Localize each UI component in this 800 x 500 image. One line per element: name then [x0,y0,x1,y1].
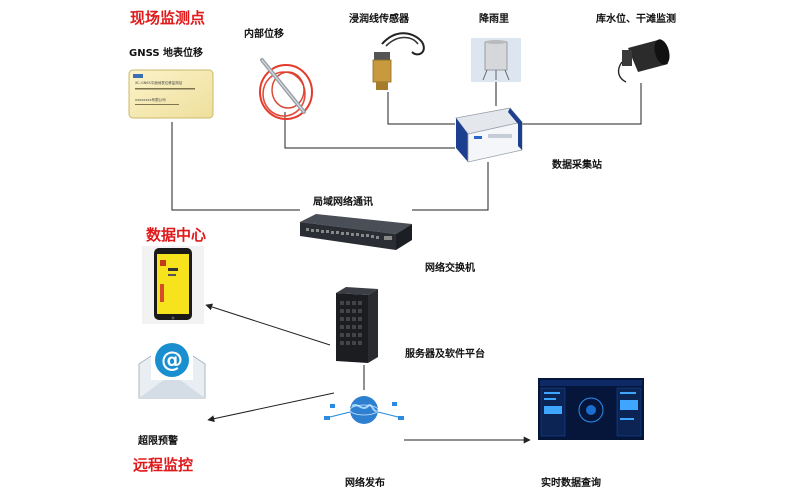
arrow-to-alarm [207,392,335,423]
collector-box-icon [452,104,524,164]
label-seepage-sensor: 浸润线传感器 [349,14,409,25]
arrow-to-phone [205,303,331,346]
label-realtime-query: 实时数据查询 [541,478,601,489]
globe-network-icon [322,388,406,432]
level-link [522,83,642,125]
label-lan: 局域网络通讯 [313,197,373,208]
label-gnss: GNSS 地表位移 [129,48,204,59]
server-tower-icon [332,285,380,365]
network-switch-icon [300,214,412,252]
seepage-link [387,92,455,125]
label-network-switch: 网络交换机 [425,263,475,274]
label-data-collector: 数据采集站 [552,160,602,171]
internal-disp-link [284,112,455,149]
gnss-link [171,122,300,211]
gnss-box-icon: XC-GNSS平面地表位移监测站 xxxxxxxx有限公司 [127,68,215,120]
section-title-field: 现场监测点 [130,9,206,27]
rain-gauge-icon [471,38,521,82]
label-over-limit-alarm: 超限预警 [138,436,178,447]
email-icon: @ [137,334,207,400]
label-rain-gauge: 降雨里 [479,14,509,25]
section-title-data-center: 数据中心 [146,226,207,244]
level-radar-icon [614,34,672,86]
seepage-sensor-icon [352,24,430,94]
label-server-platform: 服务器及软件平台 [405,349,485,360]
phone-alert-icon [142,246,204,324]
gnss-box-subtext: xxxxxxxx有限公司 [135,98,166,102]
cable-sensor-icon [252,52,320,124]
gnss-box-text: XC-GNSS平面地表位移监测站 [135,81,183,85]
dashboard-screen-icon [538,378,644,440]
label-internal-displacement: 内部位移 [244,29,284,40]
label-water-level: 库水位、干滩监测 [596,14,676,25]
label-network-publish: 网络发布 [345,478,385,489]
svg-text:@: @ [161,348,183,373]
collector-link [412,162,489,211]
section-title-remote: 远程监控 [133,456,194,474]
